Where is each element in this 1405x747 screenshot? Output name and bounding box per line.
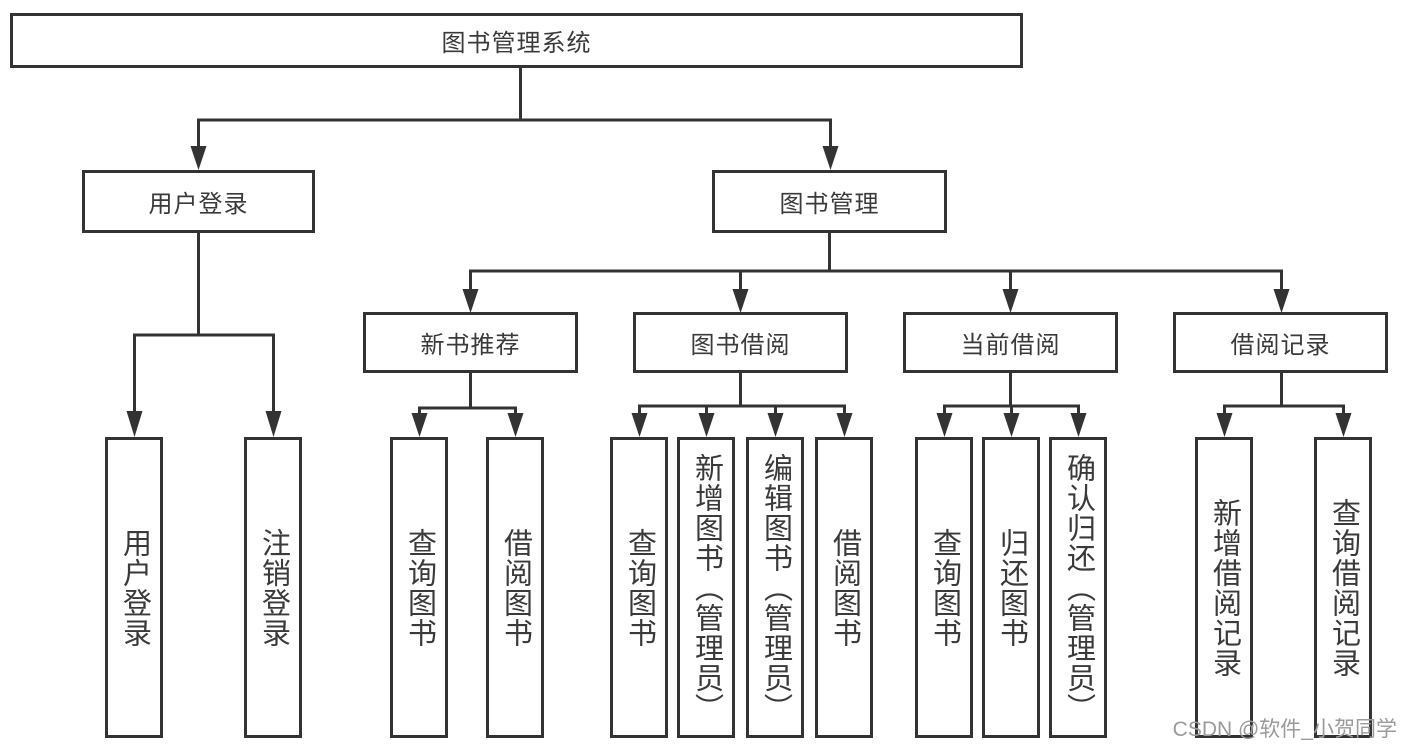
connector-user-login — [133, 231, 275, 413]
node-current-borrowing-label: 当前借阅 — [960, 332, 1061, 359]
node-borrow-records-label: 借阅记录 — [1230, 332, 1331, 359]
node-borrow-records: 借阅记录 — [1173, 312, 1388, 373]
node-book-borrowing-label: 图书借阅 — [690, 332, 791, 359]
leaf-user-login-label: 用户登录 — [118, 527, 151, 648]
leaf-add-borrow-record-label: 新增借阅记录 — [1208, 497, 1241, 678]
leaf-logout: 注销登录 — [244, 437, 302, 738]
leaf-query-books-2: 查询图书 — [610, 437, 668, 738]
arrowhead — [1003, 413, 1020, 437]
arrowhead — [1335, 413, 1352, 437]
arrowhead — [767, 413, 784, 437]
arrowhead — [732, 289, 749, 313]
arrowhead — [190, 146, 207, 170]
arrowhead — [507, 413, 524, 437]
leaf-add-borrow-record: 新增借阅记录 — [1195, 437, 1253, 738]
csdn-watermark: CSDN @软件_小贺同学 — [1172, 718, 1397, 741]
leaf-confirm-return-admin: 确认归还（管理员） — [1049, 437, 1107, 738]
leaf-logout-label: 注销登录 — [257, 527, 290, 648]
arrowhead — [462, 289, 479, 313]
leaf-borrow-books-2-label: 借阅图书 — [828, 527, 861, 648]
connector-new-books — [418, 371, 517, 416]
node-book-borrowing: 图书借阅 — [633, 312, 848, 373]
arrowhead — [1216, 413, 1233, 437]
node-library-system: 图书管理系统 — [10, 13, 1023, 68]
connector-book-borrow — [638, 371, 846, 416]
arrowhead — [631, 413, 648, 437]
node-book-management: 图书管理 — [712, 170, 947, 233]
leaf-user-login: 用户登录 — [105, 437, 163, 738]
leaf-return-book: 归还图书 — [982, 437, 1040, 738]
node-user-login-label: 用户登录 — [148, 191, 249, 218]
connector-root — [197, 66, 832, 148]
node-user-login: 用户登录 — [82, 170, 315, 233]
leaf-borrow-books-2: 借阅图书 — [815, 437, 873, 738]
arrowhead — [822, 146, 839, 170]
arrowhead — [1273, 289, 1290, 313]
arrowhead — [936, 413, 953, 437]
node-new-book-recommend: 新书推荐 — [363, 312, 578, 373]
connector-book-management — [469, 231, 1283, 291]
arrowhead — [1002, 289, 1019, 313]
arrowhead — [126, 411, 143, 437]
connector-current-borrow — [943, 371, 1080, 416]
arrowhead — [265, 411, 282, 437]
node-new-book-recommend-label: 新书推荐 — [420, 332, 521, 359]
arrowhead — [1070, 413, 1087, 437]
leaf-edit-book-admin: 编辑图书（管理员） — [746, 437, 804, 738]
leaf-confirm-return-admin-label: 确认归还（管理员） — [1062, 452, 1095, 723]
leaf-query-borrow-record-label: 查询借阅记录 — [1327, 497, 1360, 678]
leaf-query-books-3: 查询图书 — [915, 437, 973, 738]
leaf-add-book-admin-label: 新增图书（管理员） — [690, 452, 723, 723]
leaf-edit-book-admin-label: 编辑图书（管理员） — [759, 452, 792, 723]
leaf-add-book-admin: 新增图书（管理员） — [677, 437, 735, 738]
arrowhead — [836, 413, 853, 437]
node-library-system-label: 图书管理系统 — [441, 30, 592, 57]
node-current-borrowing: 当前借阅 — [903, 312, 1118, 373]
leaf-borrow-books-1: 借阅图书 — [486, 437, 544, 738]
arrowhead — [411, 413, 428, 437]
node-book-management-label: 图书管理 — [779, 191, 880, 218]
connector-borrow-records — [1223, 371, 1345, 416]
arrowheads — [126, 146, 1352, 437]
leaf-query-books-2-label: 查询图书 — [623, 527, 656, 648]
leaf-borrow-books-1-label: 借阅图书 — [499, 527, 532, 648]
leaf-query-books-1: 查询图书 — [390, 437, 448, 738]
leaf-query-books-1-label: 查询图书 — [403, 527, 436, 648]
leaf-return-book-label: 归还图书 — [995, 527, 1028, 648]
leaf-query-borrow-record: 查询借阅记录 — [1314, 437, 1372, 738]
leaf-query-books-3-label: 查询图书 — [928, 527, 961, 648]
arrowhead — [698, 413, 715, 437]
